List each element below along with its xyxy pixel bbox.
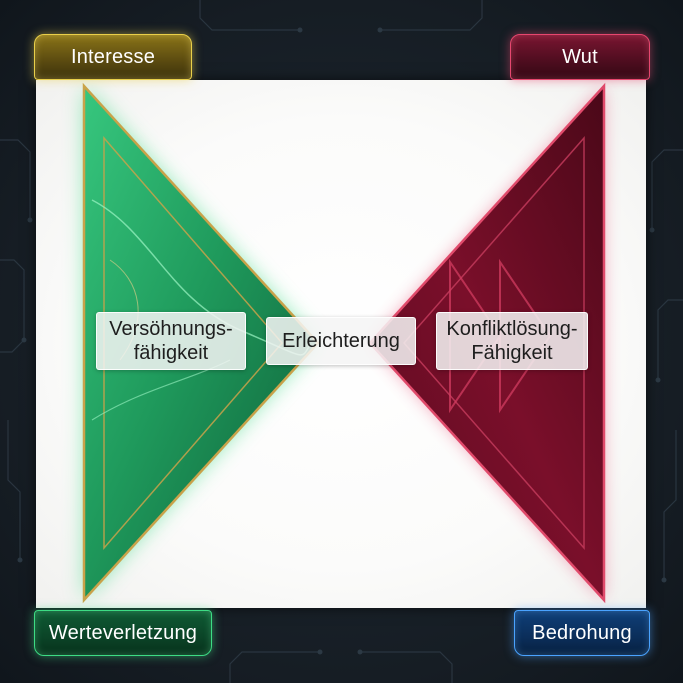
label-reconciliation-line1: Versöhnungs- [109,318,233,340]
corner-tab-threat: Bedrohung [514,610,650,656]
label-reconciliation-ability: Versöhnungs- fähigkeit [96,312,246,370]
label-reconciliation-line2: fähigkeit [133,342,209,364]
corner-tab-interest: Interesse [34,34,192,80]
label-conflict-line2: Fähigkeit [471,342,553,364]
corner-tab-value-violation: Werteverletzung [34,610,212,656]
label-conflict-resolution-ability: Konfliktlösung- Fähigkeit [436,312,588,370]
label-conflict-line1: Konfliktlösung- [446,318,578,340]
corner-tab-anger: Wut [510,34,650,80]
label-relief: Erleichterung [266,317,416,365]
